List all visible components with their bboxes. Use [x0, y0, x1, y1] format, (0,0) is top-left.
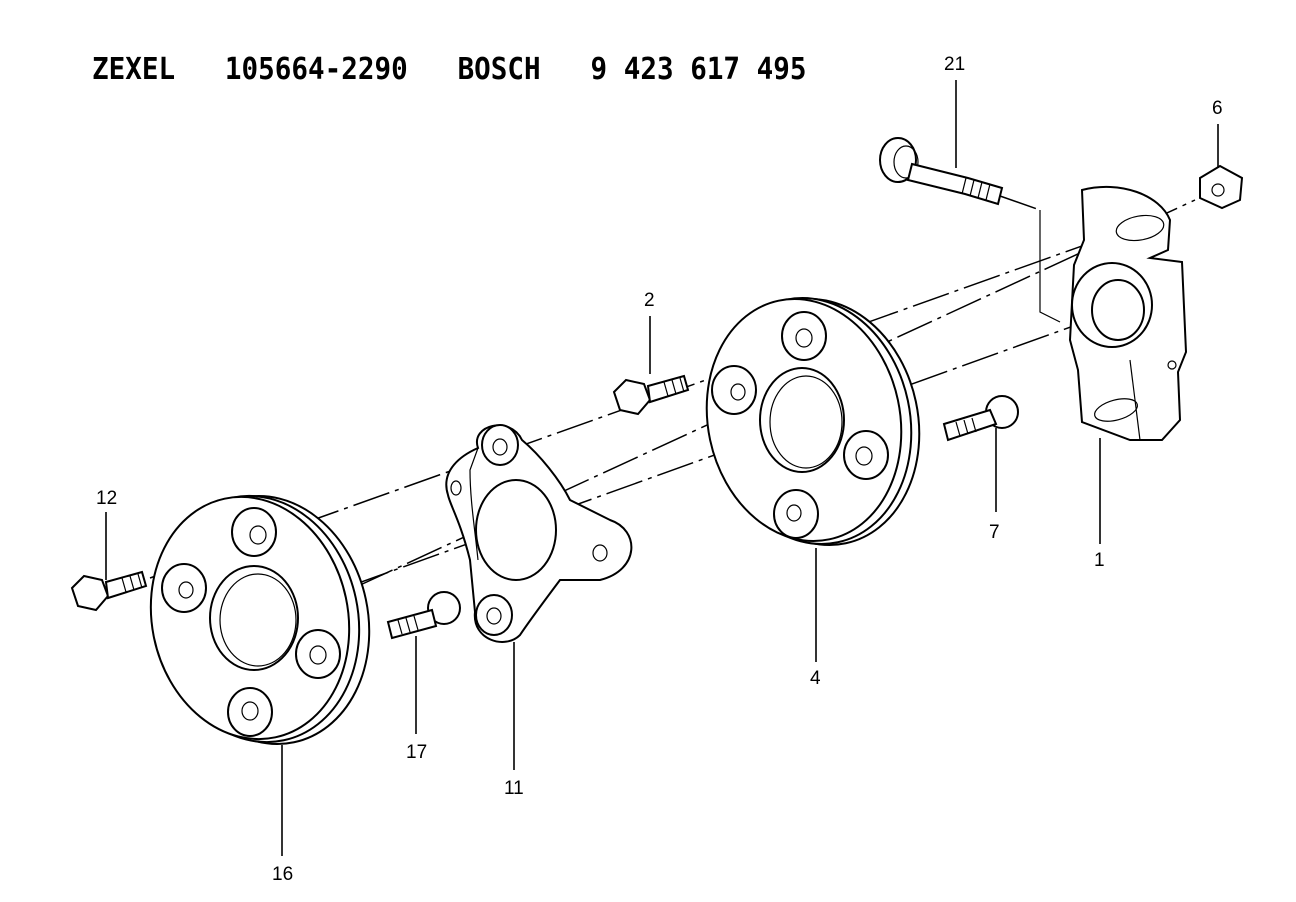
part-16-flex-disc	[149, 494, 371, 746]
callout-6: 6	[1212, 98, 1223, 119]
callout-21: 21	[944, 54, 965, 75]
part-2-bolt	[612, 374, 690, 416]
part-1-clamp-hub	[1068, 185, 1188, 441]
callout-2: 2	[644, 290, 655, 311]
callout-1: 1	[1094, 550, 1105, 571]
part-7-socket-bolt	[942, 395, 1019, 442]
part-11-flange	[445, 424, 633, 643]
callout-11: 11	[504, 778, 524, 799]
part-21-long-bolt	[879, 137, 1004, 206]
callout-7: 7	[989, 522, 1000, 543]
callout-17: 17	[406, 742, 427, 763]
part-6-nut	[1199, 164, 1244, 210]
callout-16: 16	[272, 864, 293, 885]
callout-4: 4	[810, 668, 821, 689]
part-4-flex-disc	[705, 297, 921, 546]
leader-lines	[105, 80, 1219, 856]
part-17-socket-bolt	[386, 591, 461, 640]
part-12-bolt	[70, 570, 148, 612]
diagram-title: ZEXEL 105664-2290 BOSCH 9 423 617 495	[92, 52, 807, 87]
callout-12: 12	[96, 488, 117, 509]
